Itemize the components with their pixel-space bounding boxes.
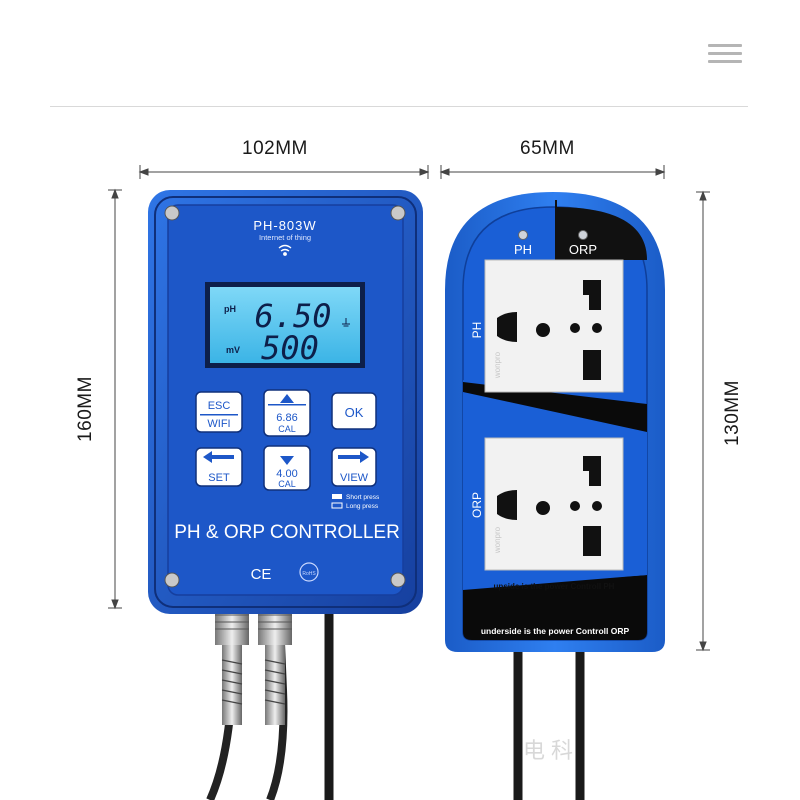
ground-icon <box>342 318 350 327</box>
ok-button-label[interactable]: OK <box>345 405 364 420</box>
esc-button-label[interactable]: ESC <box>208 400 231 412</box>
wifi-button-label[interactable]: WIFI <box>207 418 230 430</box>
watermark: 电 科 <box>523 738 573 763</box>
menu-icon[interactable] <box>708 43 744 65</box>
divider <box>50 106 748 107</box>
rohs-mark: RoHS <box>302 571 316 577</box>
up-arrow-icon <box>280 394 294 403</box>
cal1-value[interactable]: 6.86 <box>276 412 297 424</box>
dimension-lines <box>108 165 710 652</box>
cal2-label[interactable]: CAL <box>278 479 296 489</box>
right-arrow-icon <box>338 451 369 463</box>
left-arrow-icon <box>203 451 234 463</box>
socket-cables <box>513 640 585 800</box>
set-button-label[interactable]: SET <box>208 472 230 484</box>
brand-mark-upper: wonpro <box>493 351 502 379</box>
socket-side-orp: ORP <box>470 492 484 518</box>
cal2-value[interactable]: 4.00 <box>276 468 297 480</box>
lcd-top-value: 6.50 <box>254 297 331 335</box>
lcd-screen <box>205 282 365 368</box>
model-subtitle: Internet of thing <box>259 233 311 242</box>
screws <box>164 205 406 588</box>
socket-ph-label: PH <box>514 242 532 257</box>
legend-short: Short press <box>346 494 380 501</box>
socket-side-ph: PH <box>470 322 484 339</box>
view-button-label[interactable]: VIEW <box>340 472 369 484</box>
socket-outlet-orp <box>484 437 624 571</box>
model-label: PH-803W <box>253 218 316 233</box>
lcd-bottom-unit: mV <box>226 345 240 355</box>
lcd-top-unit: pH <box>224 304 236 314</box>
cal1-label[interactable]: CAL <box>278 424 296 434</box>
wifi-icon <box>278 244 292 256</box>
brand-mark-lower: wonpro <box>493 526 502 554</box>
upper-caption: upside is the power Controll PH <box>494 582 615 591</box>
lower-caption: underside is the power Controll ORP <box>481 626 630 636</box>
legend-long: Long press <box>346 503 379 510</box>
down-arrow-icon <box>280 456 294 465</box>
controller-name: PH & ORP CONTROLLER <box>174 522 400 543</box>
width-label-socket: 65MM <box>520 138 575 159</box>
ce-mark: CE <box>251 566 272 583</box>
socket-orp-label: ORP <box>569 242 597 257</box>
socket-outlet-ph <box>484 259 624 393</box>
lcd-bottom-value: 500 <box>261 329 319 367</box>
button-glyphs <box>200 394 369 465</box>
probe-cables <box>206 605 334 800</box>
width-label-controller: 102MM <box>242 138 308 159</box>
